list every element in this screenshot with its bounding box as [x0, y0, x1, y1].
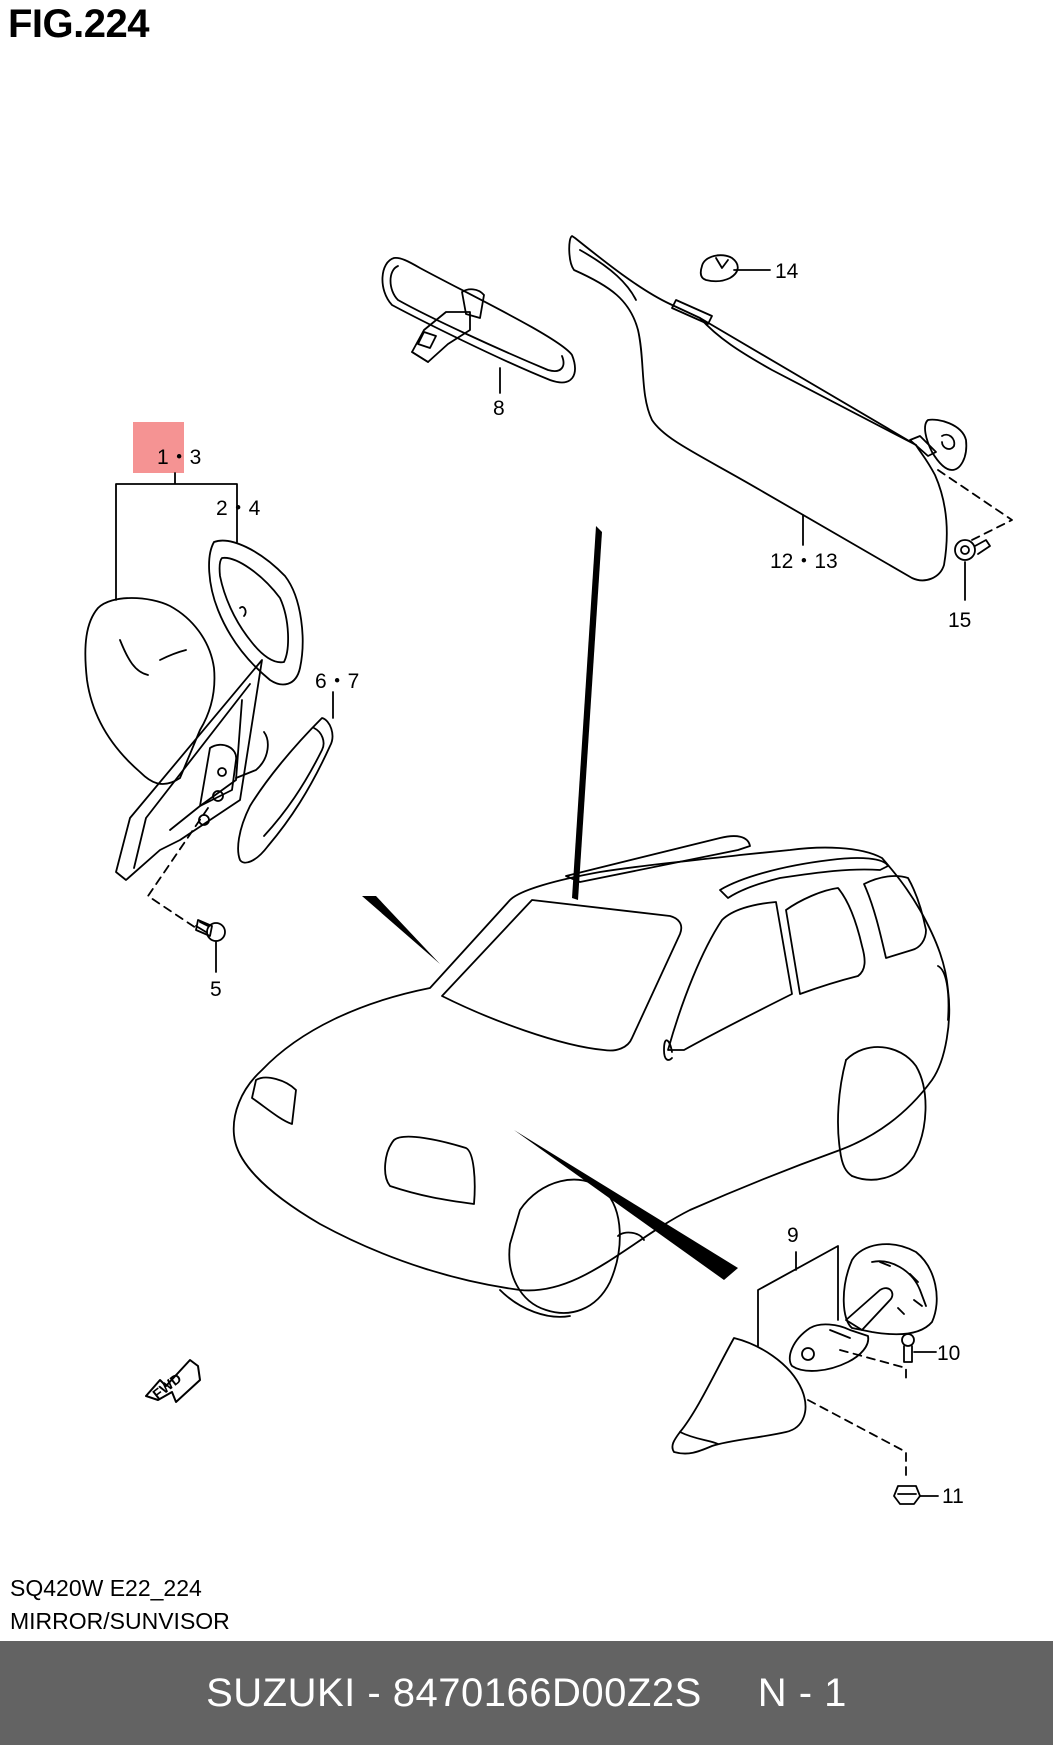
figure-title: FIG.224 — [8, 2, 150, 46]
door-mirror-housing-part[interactable] — [84, 597, 216, 785]
callout-1-3: 1・3 — [157, 446, 201, 469]
footer-part-number: SUZUKI - 8470166D00Z2S — [206, 1670, 702, 1715]
mirror-actuator-part[interactable] — [115, 659, 269, 881]
bracket-9 — [757, 1245, 839, 1347]
dashed-leader-15 — [937, 469, 1013, 541]
dashed-leader-11 — [807, 1399, 907, 1481]
callout-10: 10 — [937, 1342, 960, 1365]
mirror-screw-part[interactable] — [195, 919, 226, 942]
parts-diagram: FWD 1・3 2・4 5 6・7 8 9 10 11 12・13 14 15 — [84, 235, 1013, 1508]
mirror-glass-part[interactable] — [208, 539, 304, 686]
bracket-1-3 — [115, 472, 238, 601]
pointer-outer-mirror — [514, 1130, 738, 1280]
callout-15: 15 — [948, 609, 971, 632]
callout-11: 11 — [942, 1485, 964, 1508]
callout-5: 5 — [210, 978, 222, 1001]
mirror-cover-part[interactable] — [237, 717, 334, 864]
outer-mirror-glass-part[interactable] — [671, 1337, 807, 1455]
outer-mirror-nut-part[interactable] — [893, 1485, 921, 1505]
footer-bar: SUZUKI - 8470166D00Z2S N - 1 — [0, 1641, 1053, 1745]
callout-8: 8 — [493, 397, 505, 420]
diagram-code: SQ420W E22_224 — [10, 1575, 202, 1601]
section-name: MIRROR/SUNVISOR — [10, 1608, 230, 1634]
callout-highlight — [133, 422, 184, 473]
callout-12-13: 12・13 — [770, 550, 838, 573]
callout-9: 9 — [787, 1224, 799, 1247]
callout-14: 14 — [775, 260, 799, 283]
sunvisor-part[interactable] — [568, 235, 968, 582]
rear-view-mirror-part[interactable] — [381, 256, 576, 384]
outer-mirror-housing-part[interactable] — [788, 1243, 938, 1372]
footer-page: N - 1 — [757, 1670, 847, 1715]
callout-6-7: 6・7 — [315, 670, 359, 693]
pointer-door-mirror — [362, 896, 440, 964]
callout-2-4: 2・4 — [216, 497, 261, 520]
pointer-sunvisor — [572, 526, 602, 900]
outer-mirror-screw-part[interactable] — [901, 1333, 915, 1363]
visor-clip-part[interactable] — [699, 254, 739, 283]
vehicle-outline — [232, 835, 951, 1318]
fwd-arrow-icon: FWD — [145, 1359, 201, 1403]
dashed-leader-5 — [147, 807, 209, 929]
dashed-leader-10 — [839, 1349, 907, 1381]
visor-screw-part[interactable] — [954, 539, 991, 561]
